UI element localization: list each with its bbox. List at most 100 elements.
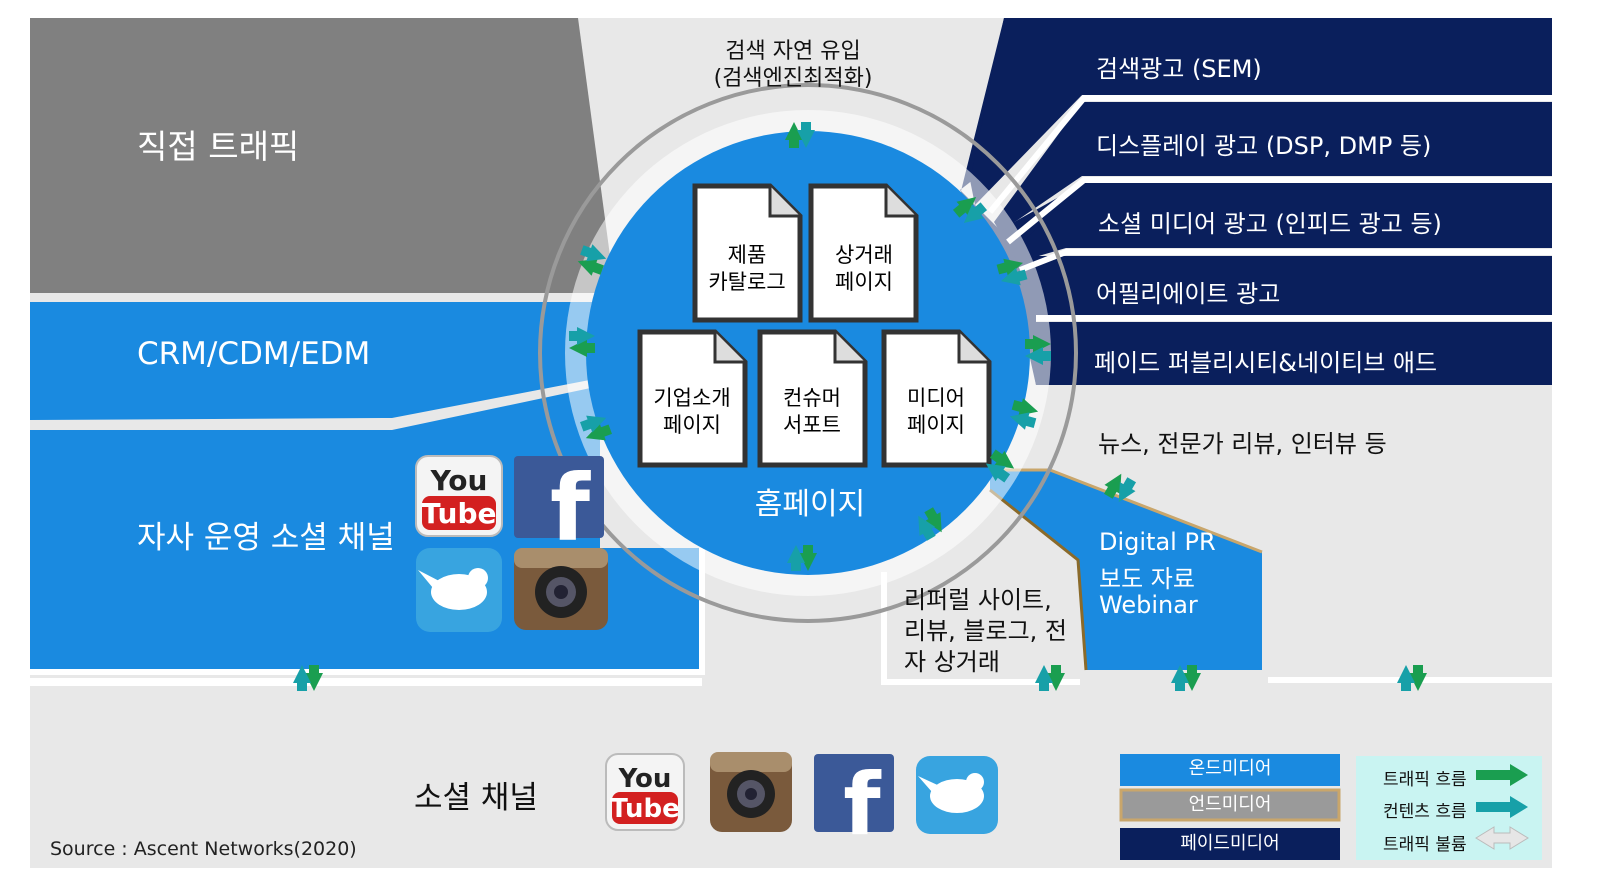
digital-pr-label-3: Webinar <box>1099 591 1198 619</box>
digital-pr-region <box>990 470 1262 670</box>
traffic-flow-arrow <box>305 665 323 691</box>
document-product-catalog <box>692 183 803 323</box>
document-consumer-support <box>757 329 868 468</box>
traffic-flow-arrow <box>799 545 817 571</box>
social-channel-label: 소셜 채널 <box>414 780 538 816</box>
flow-arrow-pair <box>952 197 988 223</box>
content-flow-arrow <box>787 545 805 571</box>
svg-text:You: You <box>618 764 672 794</box>
legend-owned-swatch <box>1120 754 1340 786</box>
flow-arrow-pair <box>985 449 1015 483</box>
svg-text:Tube: Tube <box>422 497 497 530</box>
paid-item-affiliate: 어필리에이트 광고 <box>1096 280 1281 308</box>
svg-text:f: f <box>550 455 591 562</box>
paid-item-sem: 검색광고 (SEM) <box>1096 55 1262 83</box>
svg-text:f: f <box>843 755 882 855</box>
doc-label-2b: 페이지 <box>835 270 893 294</box>
content-flow-arrow <box>569 327 595 345</box>
legend-traffic-label: 트래픽 흐름 <box>1383 770 1467 790</box>
content-flow-arrow <box>1025 347 1051 365</box>
traffic-flow-arrow <box>924 507 942 533</box>
crm-label: CRM/CDM/EDM <box>137 336 371 372</box>
traffic-flow-arrow <box>989 449 1015 469</box>
twitter-icon <box>416 548 502 632</box>
paid-media-row-5 <box>1030 322 1552 385</box>
traffic-flow-arrow <box>1025 335 1051 353</box>
crm-region <box>30 302 600 420</box>
paid-media-top <box>970 18 1552 205</box>
homepage-label: 홈페이지 <box>755 487 865 522</box>
youtube-icon: You Tube <box>605 753 685 831</box>
news-label: 뉴스, 전문가 리뷰, 인터뷰 등 <box>1098 430 1387 458</box>
paid-separator-3 <box>1018 249 1552 273</box>
traffic-flow-arrow <box>996 258 1024 277</box>
direct-traffic-label: 직접 트래픽 <box>137 127 300 166</box>
instagram-icon <box>514 548 608 630</box>
facebook-icon: f <box>514 455 604 562</box>
owned-social-label: 자사 운영 소셜 채널 <box>137 520 395 556</box>
content-flow-arrow <box>1000 267 1028 286</box>
flow-arrow-pair <box>1397 665 1427 691</box>
flow-arrow-pair <box>1171 665 1201 691</box>
doc-label-1a: 제품 <box>728 243 767 267</box>
digital-pr-border-inner <box>989 488 1088 671</box>
direct-traffic-region <box>30 18 615 293</box>
flow-arrow-pair <box>1035 665 1065 691</box>
paid-separator-2 <box>1006 177 1552 245</box>
paid-item-display: 디스플레이 광고 (DSP, DMP 등) <box>1096 132 1432 160</box>
legend-traffic-arrow <box>1476 764 1528 786</box>
traffic-flow-arrow <box>569 339 595 357</box>
content-flow-arrow <box>1171 665 1189 691</box>
document-company-intro <box>637 329 748 468</box>
flow-arrow-pair <box>918 507 942 541</box>
search-organic-label: 검색 자연 유입 <box>725 39 861 64</box>
traffic-flow-arrow <box>1183 665 1201 691</box>
homepage-outer-ring <box>538 83 1078 623</box>
content-flow-arrow <box>1035 665 1053 691</box>
content-flow-arrow <box>985 463 1011 483</box>
instagram-icon <box>710 752 792 832</box>
flow-arrow-pair <box>1025 335 1051 365</box>
flow-arrow-pair <box>569 327 595 357</box>
traffic-flow-arrow <box>1047 665 1065 691</box>
doc-label-4b: 서포트 <box>783 413 841 437</box>
svg-text:You: You <box>430 464 488 497</box>
document-media-page <box>881 329 992 468</box>
content-flow-arrow <box>918 515 936 541</box>
legend-block-label: 트래픽 불륨 <box>1383 835 1467 855</box>
doc-label-5b: 페이지 <box>907 413 965 437</box>
content-flow-arrow <box>1118 477 1137 503</box>
traffic-flow-arrow <box>1409 665 1427 691</box>
legend-content-label: 컨텐츠 흐름 <box>1383 802 1467 822</box>
content-flow-arrow <box>293 665 311 691</box>
facebook-icon: f <box>814 754 894 855</box>
digital-pr-label-2: 보도 자료 <box>1099 565 1195 593</box>
traffic-flow-arrow <box>577 258 604 276</box>
paid-media-row-2 <box>994 102 1552 232</box>
legend-paid-label: 페이드미디어 <box>1180 833 1280 854</box>
flow-arrow-pair <box>996 258 1028 286</box>
youtube-icon: You Tube <box>415 455 503 537</box>
content-flow-arrow <box>580 415 607 433</box>
paid-media-row-3 <box>1012 183 1552 262</box>
content-flow-arrow <box>1397 665 1415 691</box>
traffic-flow-arrow <box>1103 473 1122 499</box>
paid-separator-1 <box>987 95 1552 214</box>
search-seo-label: (검색엔진최적화) <box>713 66 873 91</box>
traffic-flow-arrow <box>785 122 803 148</box>
owned-social-divider <box>30 548 705 675</box>
digital-pr-label-1: Digital PR <box>1099 528 1216 556</box>
source-note: Source : Ascent Networks(2020) <box>50 838 357 860</box>
doc-label-3b: 페이지 <box>663 413 721 437</box>
doc-label-2a: 상거래 <box>835 243 893 267</box>
traffic-flow-arrow <box>1011 398 1039 416</box>
paid-item-native: 페이드 퍼블리시티&네이티브 애드 <box>1094 349 1438 377</box>
flow-arrow-pair <box>577 244 607 276</box>
doc-label-5a: 미디어 <box>907 386 965 410</box>
referral-label-1: 리퍼럴 사이트, <box>904 586 1052 614</box>
legend-owned-label: 온드미디어 <box>1188 758 1272 779</box>
flow-arrow-pair <box>785 122 815 148</box>
content-flow-arrow <box>580 244 607 262</box>
paid-item-social: 소셜 미디어 광고 (인피드 광고 등) <box>1098 210 1442 238</box>
